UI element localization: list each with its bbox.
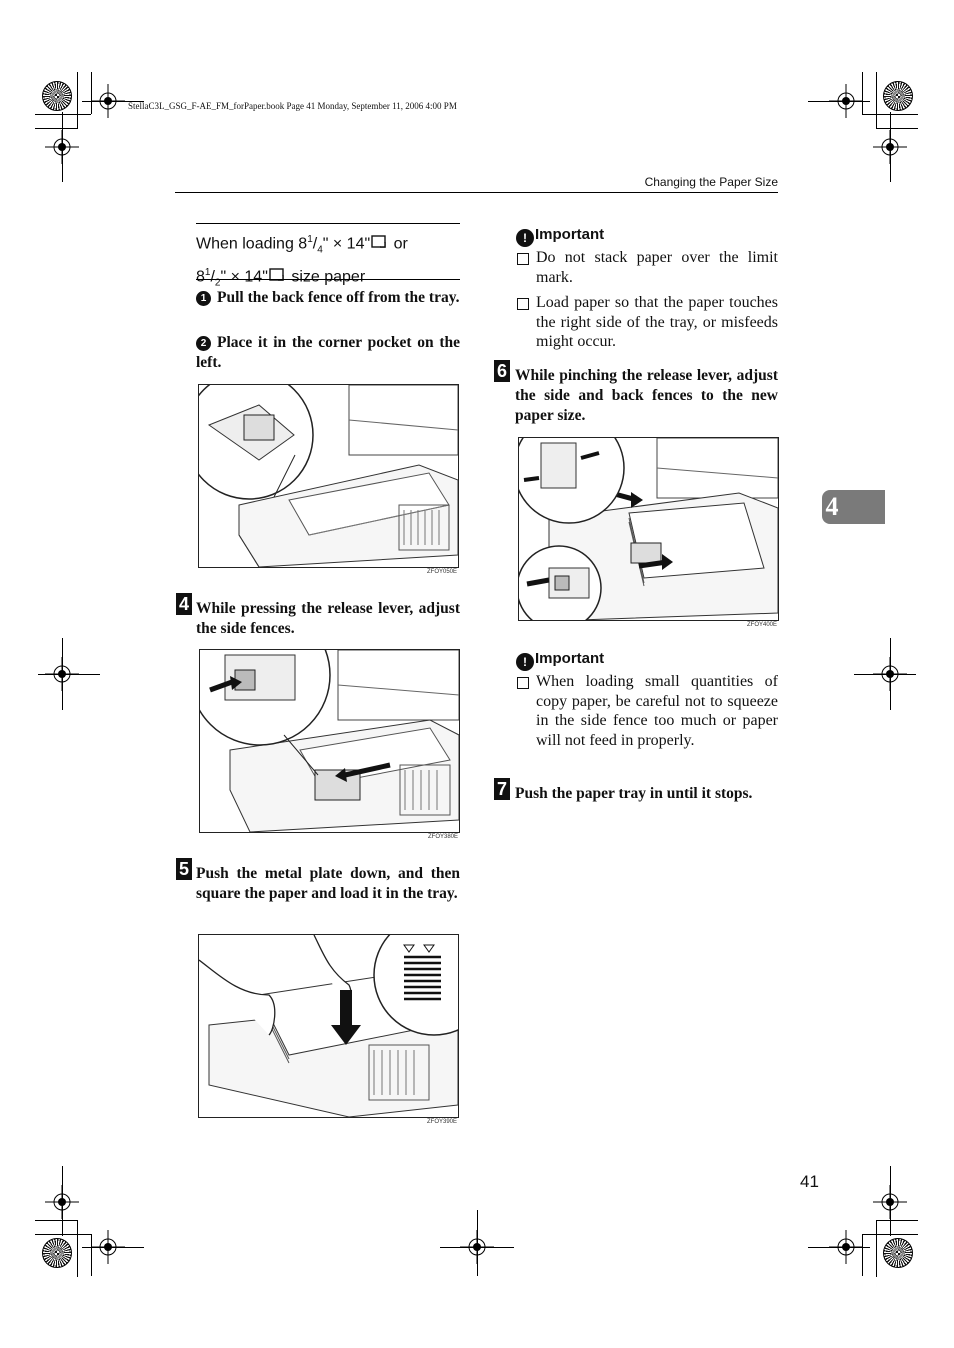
- registration-star-icon: [883, 81, 913, 111]
- registration-star-icon: [42, 1238, 72, 1268]
- crop-line: [77, 72, 78, 129]
- step-6-text: While pinching the release lever, adjust…: [515, 367, 778, 424]
- crop-line: [890, 1166, 891, 1236]
- page-number: 41: [800, 1172, 819, 1191]
- running-head: Changing the Paper Size: [644, 175, 778, 189]
- crop-line: [862, 1234, 863, 1276]
- important-title: Important: [535, 650, 605, 667]
- important-heading-2: !Important: [516, 650, 604, 671]
- crop-line: [62, 112, 63, 182]
- subhead-sub: 4: [317, 244, 323, 256]
- important-icon: !: [516, 653, 534, 671]
- crop-line: [62, 1166, 63, 1236]
- important-heading-1: !Important: [516, 226, 604, 247]
- crop-line: [77, 1220, 78, 1277]
- header-rule: [175, 192, 778, 193]
- step-7-text: Push the paper tray in until it stops.: [515, 785, 753, 802]
- substep-text: Pull the back fence off from the tray.: [217, 289, 460, 306]
- crop-line: [862, 1234, 918, 1235]
- crop-line: [876, 1220, 918, 1221]
- subhead: When loading 81/4" × 14" or 81/2" × 14" …: [196, 229, 460, 294]
- figure-code: ZFOY050E: [427, 569, 458, 575]
- step-5-text: Push the metal plate down, and then squa…: [196, 865, 460, 902]
- crop-line: [808, 1247, 870, 1248]
- subhead-text: size paper: [286, 267, 366, 285]
- crop-line: [477, 1210, 478, 1276]
- crop-line: [82, 1247, 144, 1248]
- crop-line: [890, 112, 891, 182]
- step-4-text: While pressing the release lever, adjust…: [196, 600, 460, 637]
- crop-line: [862, 72, 863, 114]
- important-2-item-1: When loading small quantities of copy pa…: [536, 673, 778, 749]
- subhead-frac: /: [312, 235, 318, 253]
- crop-line: [91, 1234, 92, 1276]
- subhead-sub: 2: [214, 277, 221, 289]
- step-marker-7: 7: [494, 778, 510, 800]
- figure-code: ZFOY400E: [747, 622, 778, 628]
- crop-line: [35, 1234, 91, 1235]
- subhead-text: or: [389, 235, 408, 253]
- step-marker-6: 6: [494, 360, 510, 382]
- book-meta-line: StellaC3L_GSG_F-AE_FM_forPaper.book Page…: [128, 101, 457, 111]
- subhead-frac: /: [210, 267, 215, 285]
- figure-load-paper: [198, 934, 459, 1118]
- figure-code: ZFOY380E: [428, 834, 459, 840]
- paper-orientation-icon: [371, 235, 386, 249]
- substep-number: 1: [196, 291, 211, 306]
- substep-text: Place it in the corner pocket on the lef…: [196, 334, 460, 371]
- crop-line: [35, 128, 77, 129]
- crop-line: [876, 1220, 877, 1277]
- registration-star-icon: [42, 81, 72, 111]
- checkbox-bullet-icon: [517, 298, 529, 310]
- crop-line: [808, 101, 870, 102]
- subhead-text: " × 14": [322, 235, 371, 253]
- figure-side-fences: [199, 649, 460, 833]
- figure-back-fence: [198, 384, 459, 568]
- subhead-text: When loading 8: [196, 235, 308, 253]
- crop-line: [35, 1220, 77, 1221]
- subhead-top-rule: [196, 223, 460, 224]
- chapter-tab: 4: [822, 490, 885, 524]
- figure-code: ZFOY390E: [427, 1119, 458, 1125]
- chapter-tab-number: 4: [825, 492, 839, 521]
- checkbox-bullet-icon: [517, 677, 529, 689]
- crop-line: [876, 72, 877, 129]
- subhead-sup: 1: [307, 234, 313, 245]
- important-icon: !: [516, 229, 534, 247]
- step-marker-5: 5: [176, 858, 192, 880]
- crop-line: [876, 128, 918, 129]
- important-1-item-2: Load paper so that the paper touches the…: [536, 294, 778, 350]
- registration-star-icon: [883, 1238, 913, 1268]
- subhead-text: 8: [196, 267, 205, 285]
- step-marker-4: 4: [176, 593, 192, 615]
- crop-line: [38, 674, 100, 675]
- substep-number: 2: [196, 336, 211, 351]
- subhead-bottom-rule: [196, 279, 460, 280]
- crop-line: [854, 674, 916, 675]
- subhead-text: " × 14": [220, 267, 268, 285]
- checkbox-bullet-icon: [517, 253, 529, 265]
- crop-line: [35, 114, 91, 115]
- crop-line: [82, 101, 144, 102]
- crop-line: [91, 72, 92, 114]
- substep-1: 1 Pull the back fence off from the tray.: [196, 288, 460, 308]
- figure-side-back-fences: [518, 437, 779, 621]
- important-title: Important: [535, 226, 605, 243]
- subhead-sup: 1: [204, 266, 211, 278]
- crop-line: [440, 1247, 514, 1248]
- important-1-item-1: Do not stack paper over the limit mark.: [536, 249, 778, 286]
